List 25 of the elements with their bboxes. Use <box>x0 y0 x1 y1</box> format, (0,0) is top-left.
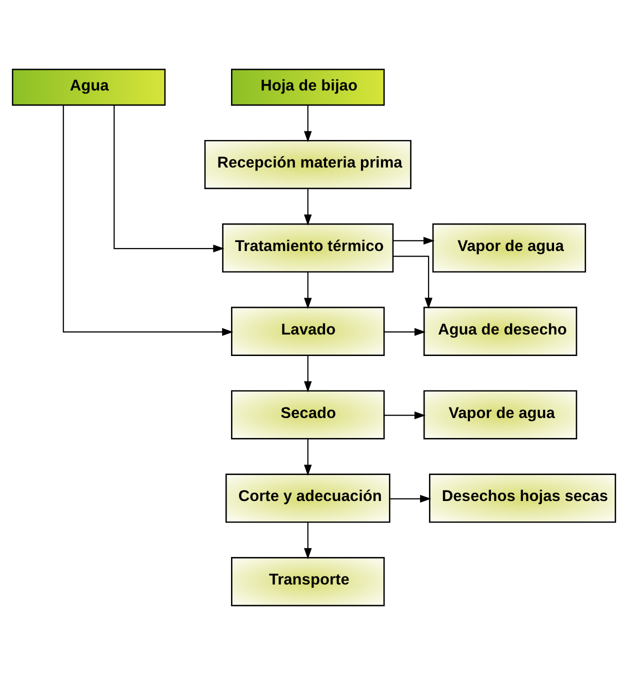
node-box: Corte y adecuación <box>225 473 390 522</box>
arrow <box>304 438 312 476</box>
node-box: Vapor de agua <box>423 390 578 439</box>
node-box: Secado <box>231 390 385 439</box>
arrow <box>304 355 312 392</box>
node-box: Agua de desecho <box>423 306 578 356</box>
node-box: Transporte <box>231 556 385 606</box>
arrow <box>304 188 312 226</box>
node-box: Vapor de agua <box>432 222 586 272</box>
arrow <box>384 410 426 419</box>
node-box: Tratamiento térmico <box>222 222 394 272</box>
arrow <box>114 104 224 252</box>
arrow <box>304 272 312 308</box>
arrow <box>393 255 432 308</box>
arrow <box>393 236 435 244</box>
node-box: Lavado <box>231 306 385 356</box>
arrow <box>304 104 312 142</box>
node-box: Recepción materia prima <box>204 139 412 189</box>
arrow <box>384 328 426 336</box>
arrow <box>62 104 234 336</box>
arrow <box>304 522 312 559</box>
node-box: Hoja de bijao <box>231 68 385 106</box>
node-box: Desechos hojas secas <box>429 473 616 522</box>
arrow <box>390 494 432 502</box>
node-box: Agua <box>12 68 166 106</box>
